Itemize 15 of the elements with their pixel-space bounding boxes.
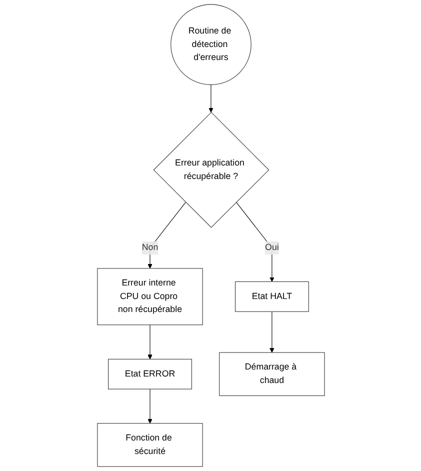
arrow	[208, 84, 213, 113]
arrow	[147, 324, 152, 360]
node-diamond: Erreur application récupérable ?	[152, 112, 269, 228]
arrow	[269, 311, 274, 353]
node-box: Fonction de sécurité	[96, 423, 202, 467]
arrow	[147, 388, 152, 424]
node-box: Démarrage à chaud	[218, 352, 324, 396]
edge-label: Oui	[264, 242, 278, 252]
node-box: Etat ERROR	[108, 358, 192, 390]
arrow	[147, 202, 186, 269]
edge-label: Non	[141, 242, 158, 252]
node-box: Erreur interne CPU ou Copro non récupérable	[96, 268, 202, 326]
node-box: Etat HALT	[234, 281, 308, 312]
node-circle: Routine de détection d'erreurs	[170, 4, 251, 85]
arrow	[235, 202, 274, 282]
